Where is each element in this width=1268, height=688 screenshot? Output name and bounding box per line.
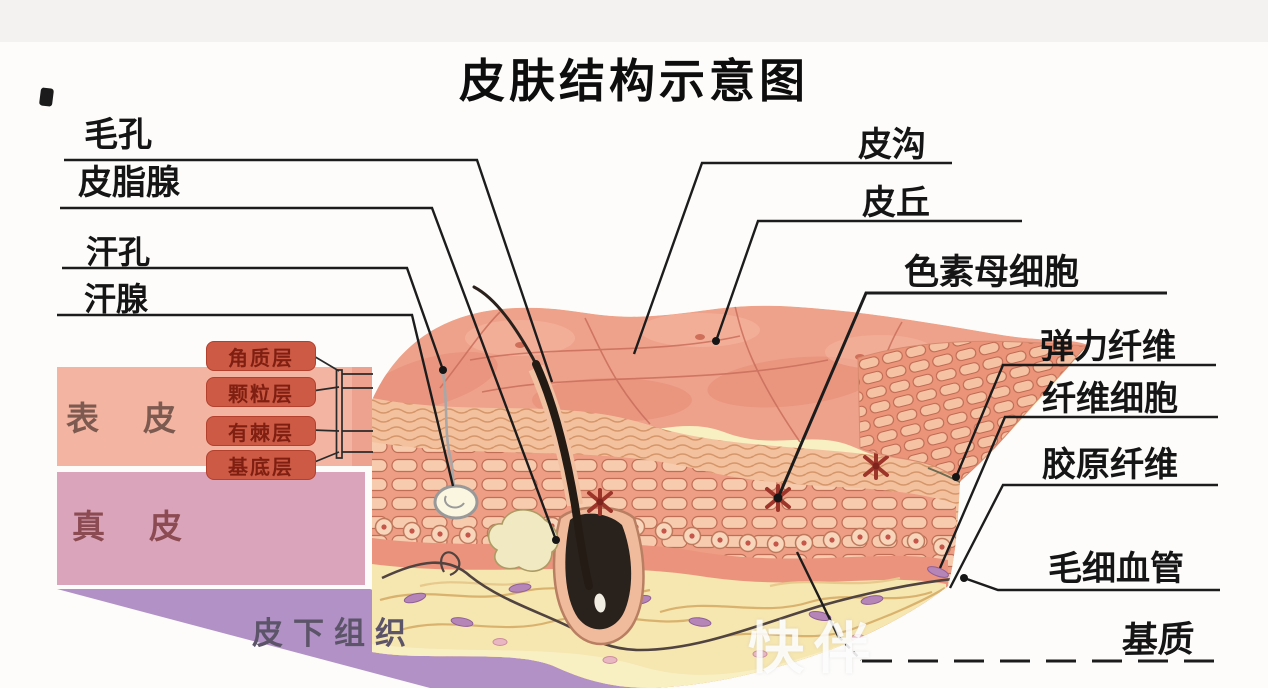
label-skin-groove: 皮沟 xyxy=(858,126,926,164)
label-stratum-basale: 基底层 xyxy=(206,450,316,480)
label-ground-substance: 基质 xyxy=(1120,618,1196,661)
label-sweat-gland: 汗腺 xyxy=(84,281,149,317)
sebaceous-gland-shape xyxy=(487,509,559,572)
stratum-corneum-text: 角质层 xyxy=(228,347,294,370)
label-skin-mound: 皮丘 xyxy=(862,184,930,222)
label-sweat-pore: 汗孔 xyxy=(86,234,151,270)
label-subcutaneous-tissue: 皮下组织 xyxy=(252,616,416,651)
hair-shaft xyxy=(472,285,593,590)
label-capillary: 毛细血管 xyxy=(1048,550,1184,588)
hair-follicle xyxy=(552,506,645,646)
label-pore: 毛孔 xyxy=(84,116,152,154)
label-fibroblast: 纤维细胞 xyxy=(1042,380,1178,418)
label-melanocyte: 色素母细胞 xyxy=(904,253,1080,292)
stratum-basale-text: 基底层 xyxy=(228,456,294,479)
stratum-granulosum-text: 颗粒层 xyxy=(228,383,294,406)
label-collagen-fiber: 胶原纤维 xyxy=(1042,446,1178,484)
leader-dots xyxy=(439,337,968,582)
label-stratum-corneum: 角质层 xyxy=(206,341,316,371)
capillary-line xyxy=(381,551,963,652)
sweat-gland-coil xyxy=(433,372,479,520)
page-title: 皮肤结构示意图 xyxy=(459,55,809,107)
dermis-cells xyxy=(492,634,866,664)
label-stratum-spinosum: 有棘层 xyxy=(206,416,316,446)
label-elastic-fiber: 弹力纤维 xyxy=(1040,328,1176,366)
top-strip xyxy=(0,0,1268,42)
ink-mark xyxy=(39,87,54,107)
leader-lines xyxy=(57,158,1220,663)
label-sebaceous-gland: 皮脂腺 xyxy=(78,164,180,202)
label-dermis: 真皮 xyxy=(72,508,226,545)
bracket-lines xyxy=(311,354,373,464)
watermark-text: 快伴 xyxy=(748,617,880,680)
label-stratum-granulosum: 颗粒层 xyxy=(206,377,316,407)
skin-block xyxy=(372,285,1088,688)
stratum-spinosum-text: 有棘层 xyxy=(228,422,294,445)
label-epidermis: 表皮 xyxy=(66,400,220,437)
